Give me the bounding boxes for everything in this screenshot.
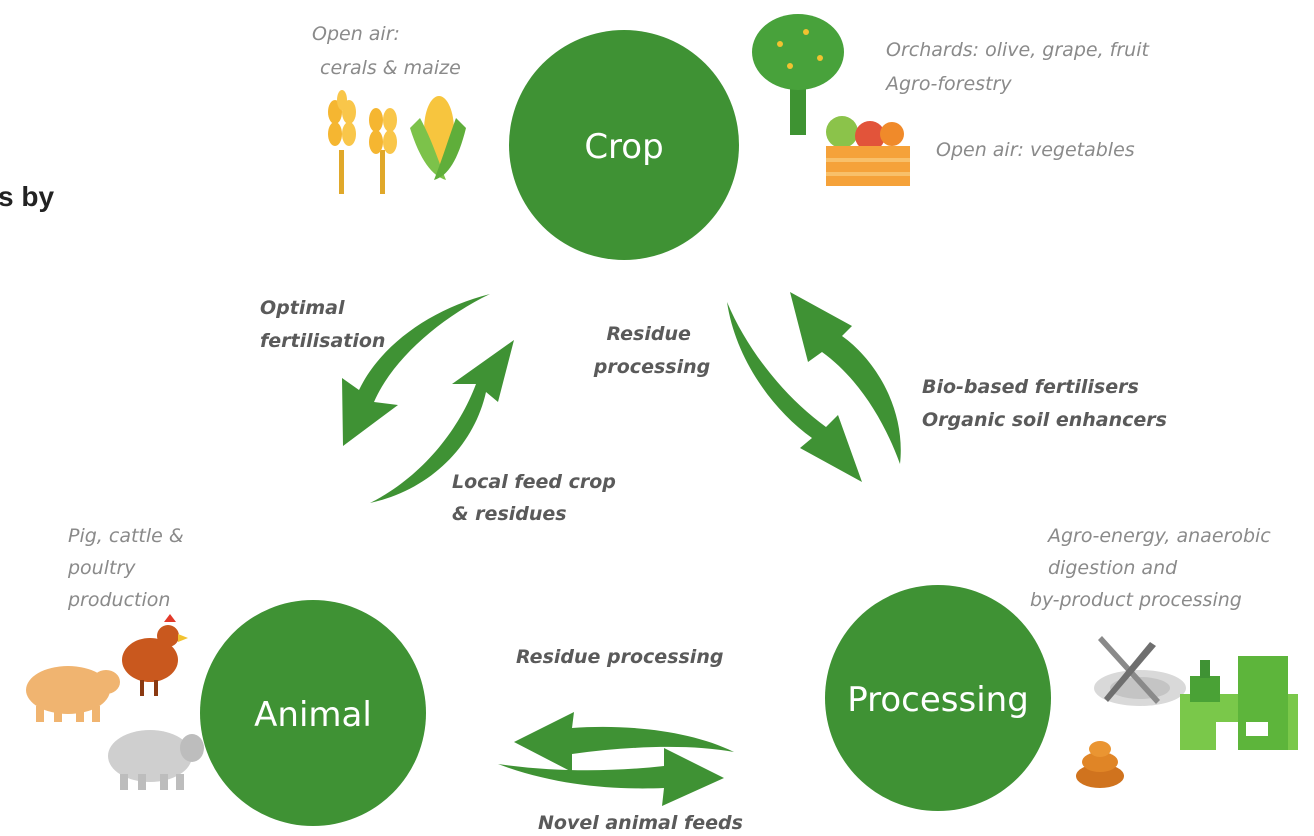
processing-node-label: Processing <box>847 680 1029 720</box>
plate-cutlery-icon <box>1094 636 1186 706</box>
cereals-caption: Open air: cerals & maize <box>312 23 461 79</box>
orchards-caption: Orchards: olive, grape, fruit Agro-fores… <box>884 39 1155 95</box>
bio-based-fertilisers-label: Bio-based fertilisers Organic soil enhan… <box>922 376 1167 431</box>
local-feed-label: Local feed crop & residues <box>452 471 623 525</box>
biogas-plant-icon <box>1180 656 1298 750</box>
residue-processing-animal-label: Residue processing <box>516 646 723 668</box>
novel-animal-feeds-label: Novel animal feeds <box>538 812 743 834</box>
agro-energy-caption: Agro-energy, anaerobic digestion and by-… <box>1030 525 1277 611</box>
crop-node-label: Crop <box>584 127 663 167</box>
arrow-animal-to-crop <box>370 340 514 503</box>
animal-node: Animal <box>200 600 426 826</box>
wheat-icon <box>369 108 397 194</box>
arrow-processing-to-crop <box>790 292 901 464</box>
vegetable-crate-icon <box>826 116 910 186</box>
manure-icon <box>1076 741 1124 788</box>
pig-icon <box>26 666 120 722</box>
residue-processing-crop-label: Residue processing <box>593 323 710 378</box>
tree-icon <box>752 14 844 135</box>
arrow-processing-to-animal <box>514 712 734 772</box>
sheep-icon <box>108 730 204 790</box>
side-heading-fragment: s by <box>0 181 54 212</box>
arrow-crop-to-processing <box>727 302 862 482</box>
vegetables-caption: Open air: vegetables <box>936 139 1135 161</box>
wheat-icon <box>328 90 356 194</box>
crop-node: Crop <box>509 30 739 260</box>
arrow-animal-to-processing <box>498 748 724 806</box>
corn-icon <box>410 96 466 180</box>
animal-node-label: Animal <box>254 695 372 735</box>
processing-node: Processing <box>825 585 1051 811</box>
optimal-fertilisation-label: Optimal fertilisation <box>260 297 385 352</box>
chicken-icon <box>122 614 188 696</box>
arrow-crop-to-animal <box>342 294 490 446</box>
livestock-caption: Pig, cattle & poultry production <box>67 525 190 611</box>
